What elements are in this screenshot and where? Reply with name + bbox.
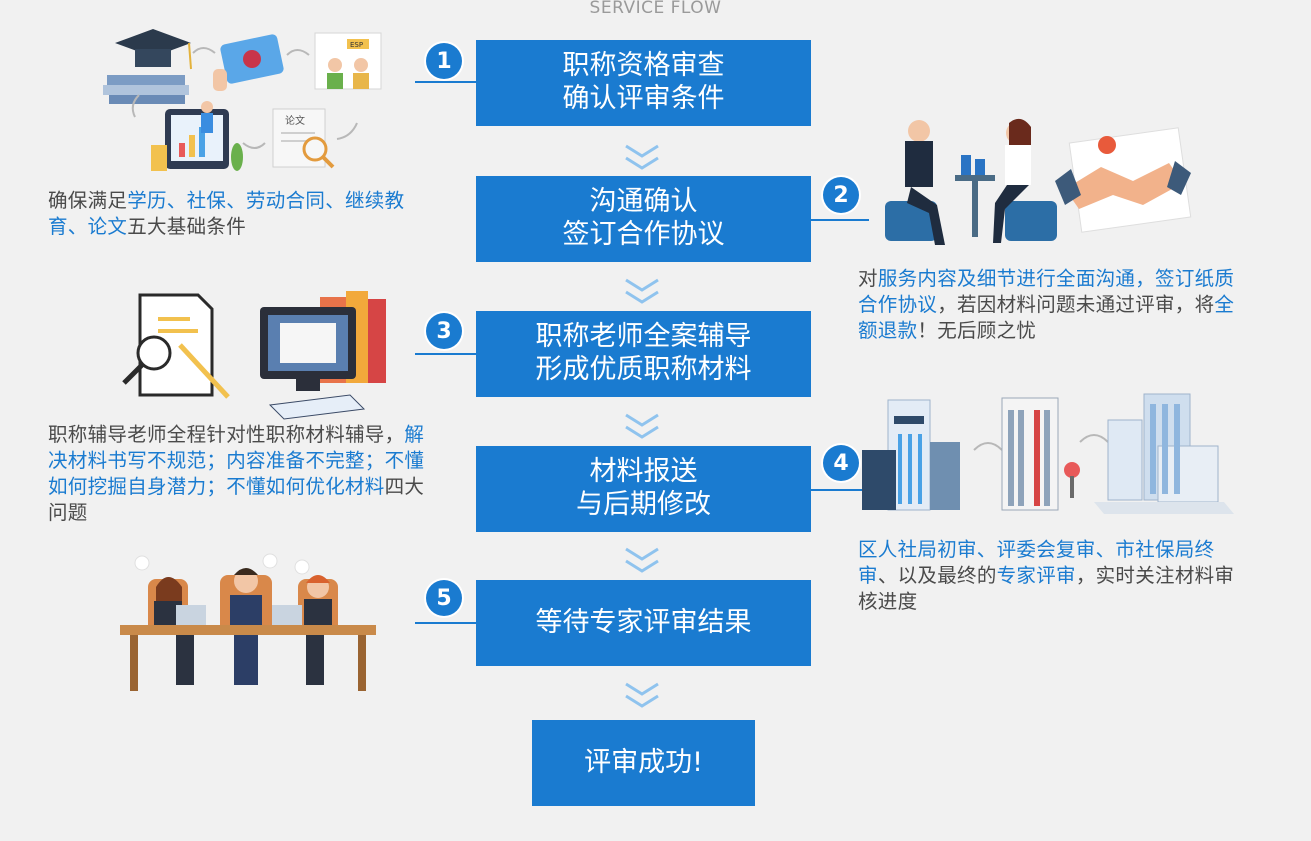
chevron-down-icon — [625, 547, 659, 573]
step-3-line1: 职称老师全案辅导 — [535, 321, 752, 353]
step-4-badge: 4 — [823, 445, 859, 481]
desc-highlight: 服务内容及细节进行全面沟通，签订纸质合作协议 — [858, 267, 1235, 316]
government-buildings-illustration — [862, 393, 1234, 514]
chevron-down-icon — [625, 413, 659, 439]
step-1-box: 职称资格审查 确认评审条件 — [476, 40, 811, 126]
step-4-line1: 材料报送 — [589, 456, 698, 488]
step-1-description: 确保满足学历、社保、劳动合同、继续教育、论文五大基础条件 — [48, 188, 433, 240]
committee-building-icon — [1001, 397, 1080, 511]
desc-text: ！无后顾之忧 — [917, 319, 1037, 342]
desc-text: ，实时关注材料审核进度 — [858, 564, 1235, 613]
desc-text: 、以及最终的 — [877, 564, 997, 587]
desc-highlight: 学历、社保、劳动合同、继续教育、论文 — [48, 189, 405, 238]
step-1-line2: 确认评审条件 — [562, 83, 725, 114]
step-4-line2: 与后期修改 — [576, 489, 711, 520]
tablet-report-icon — [151, 101, 243, 171]
desc-text: 确保满足 — [48, 189, 128, 212]
step-2-line1: 沟通确认 — [589, 186, 698, 218]
desc-highlight: 区人社局初审、评委会复审、市社保局终审 — [858, 538, 1215, 587]
desc-text: 五大基础条件 — [127, 215, 247, 238]
desc-text: ，若因材料问题未通过评审，将 — [937, 293, 1215, 316]
contract-handshake-icon: ESP — [314, 32, 382, 90]
step-2-badge: 2 — [823, 177, 859, 213]
step-3-description: 职称辅导老师全程针对性职称材料辅导，解决材料书写不规范；内容准备不完整；不懂如何… — [48, 422, 433, 526]
step-3-badge: 3 — [426, 313, 462, 349]
document-magnifier-icon — [122, 293, 230, 399]
documents-computer-illustration — [122, 291, 386, 420]
desc-highlight: 全额退款 — [858, 293, 1235, 342]
fingerprint-card-icon — [213, 34, 284, 91]
step-1-badge: 1 — [426, 43, 462, 79]
step-2-box: 沟通确认 签订合作协议 — [476, 176, 811, 262]
step-5-badge: 5 — [426, 580, 462, 616]
svg-text:ESP: ESP — [350, 41, 363, 49]
chevron-down-icon — [625, 144, 659, 170]
step-2-description: 对服务内容及细节进行全面沟通，签订纸质合作协议，若因材料问题未通过评审，将全额退… — [858, 266, 1243, 344]
connector-line-3 — [415, 353, 476, 355]
svg-text:论文: 论文 — [285, 114, 305, 127]
graduation-cap-icon — [103, 29, 192, 104]
desc-text: 四大问题 — [48, 475, 425, 524]
step-2-line2: 签订合作协议 — [562, 219, 725, 250]
step-4-description: 区人社局初审、评委会复审、市社保局终审、以及最终的专家评审，实时关注材料审核进度 — [858, 537, 1243, 615]
connector-line-1 — [415, 81, 476, 83]
connector-line-2 — [811, 219, 869, 221]
final-step-box: 评审成功! — [532, 720, 755, 806]
chevron-down-icon — [625, 278, 659, 304]
step-5-line1: 等待专家评审结果 — [535, 606, 752, 638]
district-building-icon — [862, 399, 960, 511]
desc-highlight: 专家评审 — [996, 564, 1076, 587]
chevron-down-icon — [625, 682, 659, 708]
step-3-box: 职称老师全案辅导 形成优质职称材料 — [476, 311, 811, 397]
connector-line-4 — [811, 489, 869, 491]
final-step-label: 评审成功! — [584, 746, 703, 778]
desc-highlight: 解决材料书写不规范；内容准备不完整；不懂如何挖掘自身潜力；不懂如何优化材料 — [48, 423, 425, 498]
thesis-magnifier-icon: 论文 — [272, 108, 335, 169]
education-cycle-illustration: ESP 论文 — [103, 29, 382, 171]
expert-panel-illustration — [120, 553, 376, 691]
step-1-line1: 职称资格审查 — [562, 50, 725, 82]
step-4-box: 材料报送 与后期修改 — [476, 446, 811, 532]
city-bureau-buildings-icon — [1094, 393, 1234, 514]
handshake-contract-icon — [1055, 127, 1192, 233]
desc-text: 职称辅导老师全程针对性职称材料辅导， — [48, 423, 405, 446]
connector-line-5 — [415, 622, 476, 624]
step-5-box: 等待专家评审结果 — [476, 580, 811, 666]
meeting-handshake-illustration — [885, 118, 1192, 245]
computer-books-icon — [260, 291, 386, 420]
section-subtitle: SERVICE FLOW — [589, 0, 722, 18]
expert-panel-icon — [120, 553, 376, 691]
step-3-line2: 形成优质职称材料 — [535, 354, 752, 385]
desc-text: 对 — [858, 267, 878, 290]
business-meeting-icon — [885, 118, 1057, 245]
